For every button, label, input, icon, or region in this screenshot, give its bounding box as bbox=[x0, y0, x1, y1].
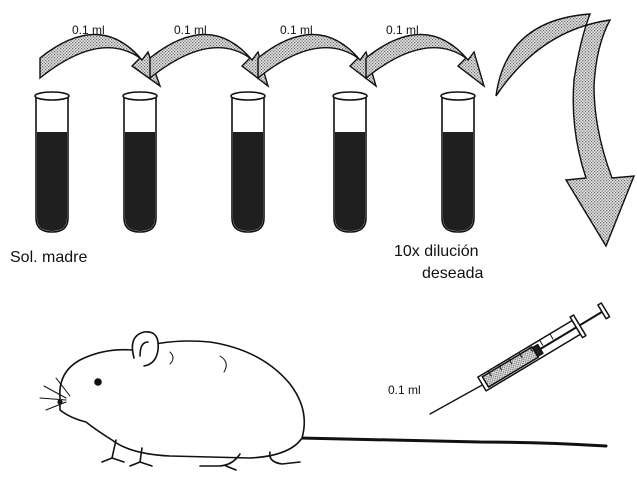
test-tube-icon bbox=[123, 92, 157, 232]
transfer-label: 0.1 ml bbox=[386, 23, 419, 37]
test-tubes bbox=[35, 92, 475, 232]
test-tube-icon bbox=[441, 92, 475, 232]
test-tube-icon bbox=[333, 92, 367, 232]
transfer-labels: 0.1 ml 0.1 ml 0.1 ml 0.1 ml bbox=[72, 23, 419, 37]
injection-volume-label: 0.1 ml bbox=[388, 383, 421, 397]
dilution-label-line1: 10x dilución bbox=[394, 243, 479, 260]
curved-arrow-icon bbox=[150, 34, 268, 86]
curved-arrow-icon bbox=[40, 34, 160, 86]
syringe-icon bbox=[430, 300, 612, 414]
dilution-label-line2: deseada bbox=[422, 265, 483, 282]
transfer-label: 0.1 ml bbox=[280, 23, 313, 37]
transfer-label: 0.1 ml bbox=[174, 23, 207, 37]
final-transfer-arrow-icon bbox=[496, 14, 634, 246]
transfer-arrows bbox=[40, 34, 484, 86]
test-tube-icon bbox=[231, 92, 265, 232]
curved-arrow-icon bbox=[258, 34, 376, 86]
test-tube-icon bbox=[35, 92, 69, 232]
curved-arrow-icon bbox=[366, 34, 484, 86]
stock-solution-label: Sol. madre bbox=[10, 249, 87, 266]
transfer-label: 0.1 ml bbox=[72, 23, 105, 37]
